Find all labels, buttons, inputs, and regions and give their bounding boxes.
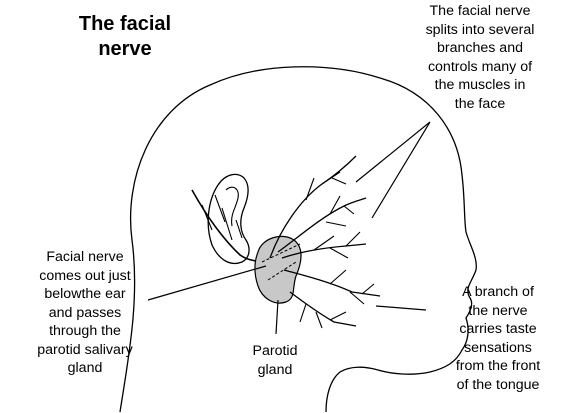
label-facial-nerve-exit: Facial nerve comes out just belowthe ear… [5, 248, 165, 378]
pointer-taste [376, 306, 426, 310]
diagram-title: The facial nerve [50, 12, 200, 62]
pointer-parotid [276, 300, 278, 334]
label-taste-branch: A branch of the nerve carries taste sens… [420, 283, 576, 394]
label-nerve-branches: The facial nerve splits into several bra… [385, 2, 575, 113]
pointer-branches [356, 122, 430, 218]
label-parotid-gland: Parotid gland [230, 342, 320, 379]
pointer-facial-nerve [148, 266, 266, 300]
